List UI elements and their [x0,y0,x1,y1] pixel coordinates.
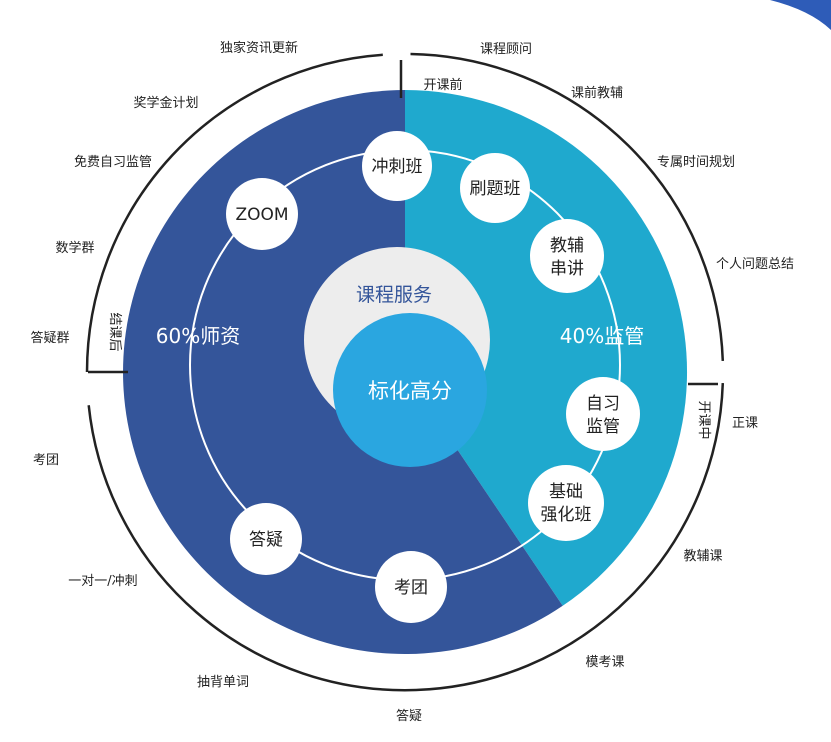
faculty-share-label: 60%师资 [156,324,240,348]
node-jichu: 基础 强化班 [528,465,604,541]
node-chongci-label: 冲刺班 [372,157,423,177]
node-zixi: 自习 监管 [566,377,640,451]
score-target-label: 标化高分 [368,379,452,403]
course-service-label: 课程服务 [356,284,432,306]
label-jiangxuejin: 奖学金计划 [133,95,198,111]
label-shuxuequn: 数学群 [55,240,94,256]
supervision-share-label: 40%监管 [560,324,644,348]
node-zixi-label-1: 自习 [586,394,620,414]
label-kaotuan: 考团 [33,453,59,468]
bracket-during-label: 开课中 [696,400,711,439]
label-dayi: 答疑 [396,708,422,724]
node-kaotuan: 考团 [375,551,447,623]
supervision-segment [405,90,688,606]
bracket-after-arc [85,53,383,373]
corner-decoration-arc [770,0,831,30]
node-jichu-label-2: 强化班 [541,505,592,525]
label-geren: 个人问题总结 [716,257,794,272]
label-dujia: 独家资讯更新 [220,40,298,56]
node-dayi-label: 答疑 [249,530,283,550]
node-shuati: 刷题班 [460,153,530,223]
label-zhengke: 正课 [732,416,758,431]
bracket-before-arc [410,52,725,361]
bracket-after-label: 结课后 [107,312,122,351]
node-chongci: 冲刺班 [362,131,432,201]
node-dayi: 答疑 [230,503,302,575]
label-jiaofuke: 教辅课 [683,548,722,564]
node-zixi-label-2: 监管 [586,417,620,437]
node-zoom: ZOOM [226,178,298,250]
bracket-before-label: 开课前 [423,77,462,93]
node-jichu-label-1: 基础 [549,482,583,502]
label-kecheng-guwen: 课程顾问 [480,42,532,57]
node-shuati-label: 刷题班 [470,179,521,199]
node-zoom-label: ZOOM [235,205,288,225]
node-jiaofu-label-1: 教辅 [550,236,584,256]
label-kecheng-jiaofu: 课前教辅 [571,85,623,101]
label-choubei: 抽背单词 [197,675,249,690]
label-dayiqun: 答疑群 [30,330,69,346]
node-kaotuan-label: 考团 [394,578,428,598]
label-zhuanshu: 专属时间规划 [657,155,735,170]
label-mianfei: 免费自习监管 [74,155,152,170]
score-target-circle [333,313,487,467]
label-yidui: 一对一/冲刺 [68,574,137,589]
node-jiaofu-label-2: 串讲 [550,259,584,279]
bracket-during-arc [87,383,725,692]
label-mokaoke: 模考课 [585,655,624,670]
node-jiaofu: 教辅 串讲 [530,219,604,293]
